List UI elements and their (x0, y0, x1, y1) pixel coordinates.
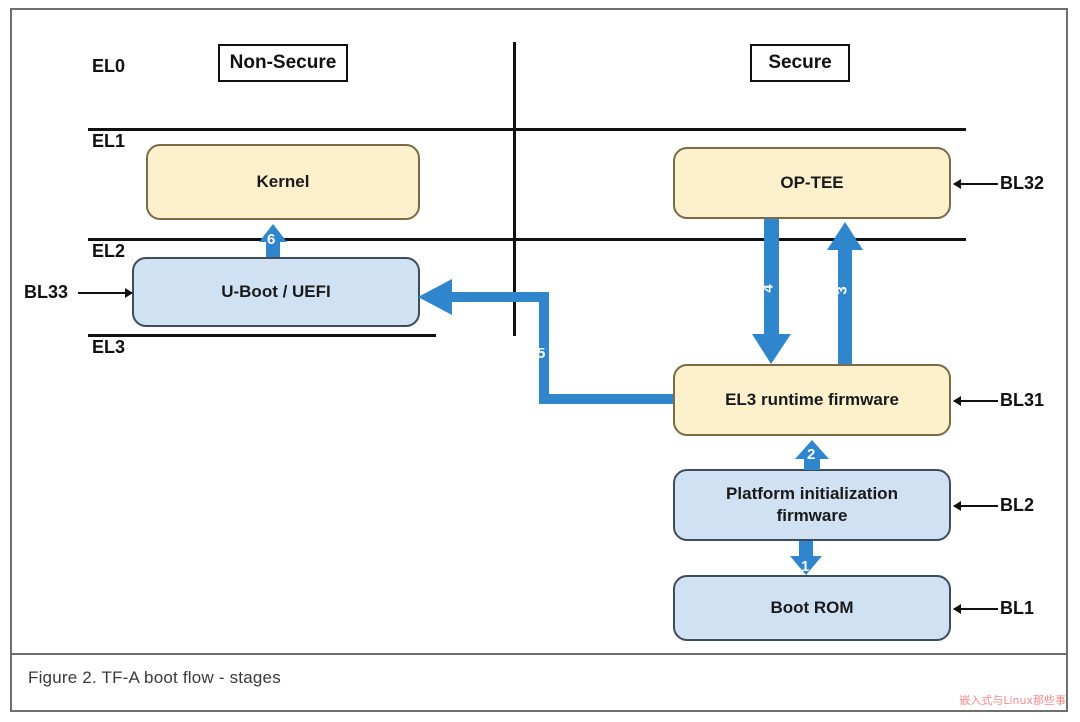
el-label-el1: EL1 (92, 131, 126, 151)
flow-step-number-1: 1 (801, 558, 810, 575)
box-uboot-uefi[interactable]: U-Boot / UEFI (132, 257, 420, 327)
bl-label-bl1: BL1 (1000, 598, 1035, 618)
el3-boundary-line (88, 334, 436, 337)
flow-step-number-5: 5 (537, 345, 546, 362)
caption-separator (12, 653, 1066, 655)
box-kernel[interactable]: Kernel (146, 144, 420, 220)
flow-step-number-4: 4 (759, 284, 777, 293)
bl32-connector (953, 179, 998, 189)
el-label-el2: EL2 (92, 241, 126, 261)
world-header-secure: Secure (750, 44, 850, 82)
bl2-connector (953, 501, 998, 511)
bl-label-bl2: BL2 (1000, 495, 1035, 515)
box-platform-initialization-firmware[interactable]: Platform initialization firmware (673, 469, 951, 541)
bl31-connector (953, 396, 998, 406)
el-label-el0: EL0 (92, 56, 126, 76)
world-header-non-secure: Non-Secure (218, 44, 348, 82)
figure-caption: Figure 2. TF-A boot flow - stages (28, 668, 281, 687)
el-label-el3: EL3 (92, 337, 126, 357)
flow-step-number-2: 2 (807, 446, 816, 463)
box-el3-runtime-firmware[interactable]: EL3 runtime firmware (673, 364, 951, 436)
flow-step-number-6: 6 (267, 231, 276, 248)
flow-step-number-3: 3 (833, 286, 851, 295)
secure-world-divider (513, 42, 516, 336)
el2-boundary-line (88, 238, 966, 241)
bl-label-bl31: BL31 (1000, 390, 1045, 410)
box-boot-rom[interactable]: Boot ROM (673, 575, 951, 641)
bl1-connector (953, 604, 998, 614)
box-op-tee[interactable]: OP-TEE (673, 147, 951, 219)
bl33-connector (78, 288, 133, 298)
bl-label-bl32: BL32 (1000, 173, 1045, 193)
bl-label-bl33: BL33 (24, 282, 69, 302)
watermark-text: 嵌入式与Linux那些事 (959, 694, 1066, 707)
el1-boundary-line (88, 128, 966, 131)
